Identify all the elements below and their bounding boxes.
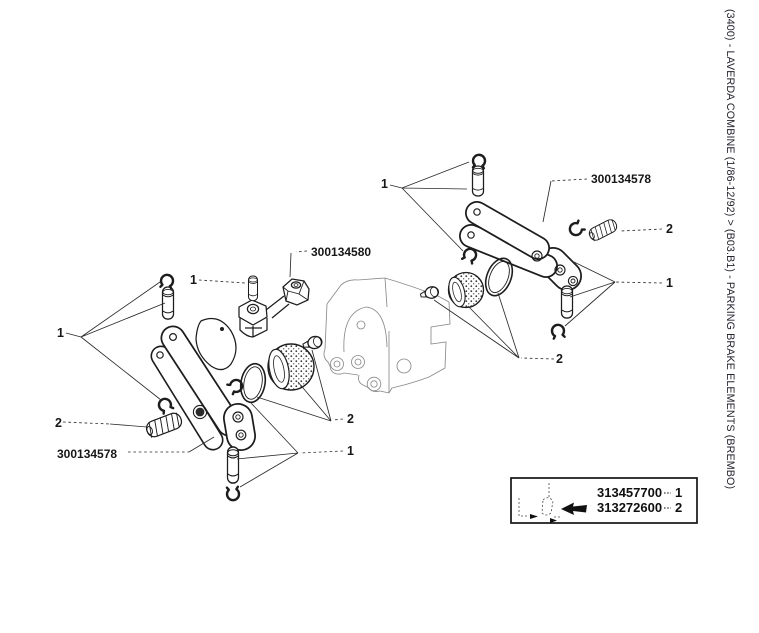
brake-pad [195,318,237,371]
callout-ref-1-upper-pin: 1 [381,177,388,191]
vertical-breadcrumb: (3400) - LAVERDA COMBINE (1/86-12/92) > … [724,9,736,489]
part-label-lower-arm: 300134578 [57,447,117,461]
pivot-pin [226,446,240,484]
lower-lever-arm [150,325,256,451]
pivot-pin [560,285,574,319]
caliper-body [323,277,451,394]
legend-ref: 1 [675,485,682,500]
clevis-pin [247,275,259,302]
callout-ref-1-left-pins: 1 [57,326,64,340]
legend-part-number: 313272600 [597,500,662,515]
e-clip [155,395,175,416]
leader-lines [62,161,663,488]
bleed-screw [419,286,440,299]
legend-arrow-icon [530,502,587,523]
callout-ref-1-clevis-pin: 1 [190,273,197,287]
legend-box: 313457700 1 313272600 2 [510,477,698,524]
return-spring [143,410,185,440]
legend-ref: 2 [675,500,682,515]
callout-ref-2-right-spring: 2 [666,222,673,236]
part-label-rod: 300134580 [311,245,371,259]
pivot-pin [471,165,485,197]
legend-sketch-icon [518,483,560,518]
callout-ref-2-left-spring: 2 [55,416,62,430]
e-clip [549,322,567,340]
callout-ref-2-right-seal-kit: 2 [556,352,563,366]
callout-ref-1-bottom-pin: 1 [347,444,354,458]
e-clip [566,218,587,239]
legend-row: 313272600 2 [597,500,682,515]
upper-lever-arm [459,201,582,291]
brake-piston [267,343,315,391]
callout-ref-1-right-pin: 1 [666,276,673,290]
return-spring [586,217,620,243]
bleed-screw [302,335,323,350]
brake-piston [447,271,485,309]
legend-part-number: 313457700 [597,485,662,500]
brake-rod-clevis [238,278,310,338]
e-clip [225,485,241,502]
part-label-upper-arm: 300134578 [591,172,651,186]
callout-ref-2-left-seal-kit: 2 [347,412,354,426]
legend-row: 313457700 1 [597,485,682,500]
